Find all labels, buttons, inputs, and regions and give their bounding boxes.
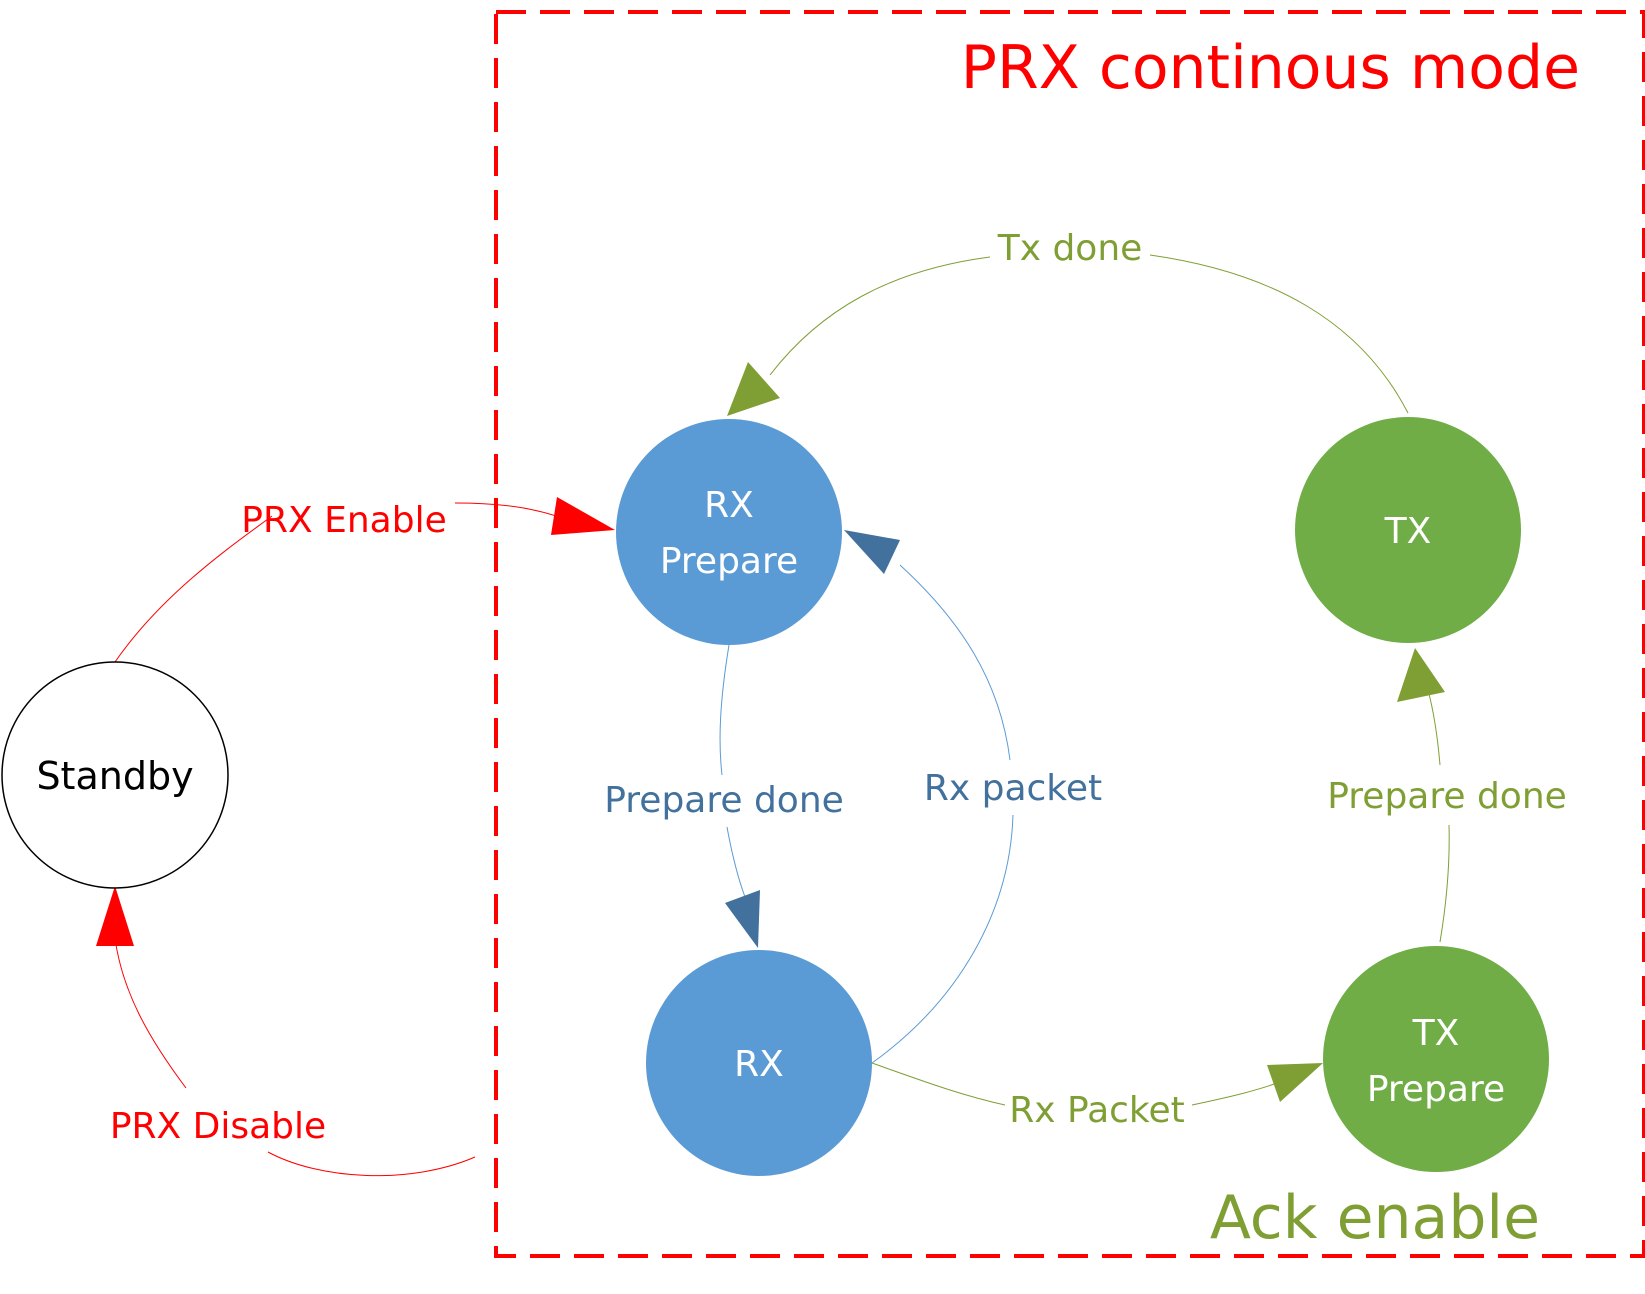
tx-prepare-label-line2: Prepare — [1367, 1069, 1505, 1110]
rx-packet-back-edge-lower — [871, 814, 1014, 1064]
prx-disable-edge — [267, 1151, 476, 1177]
tx-done-edge-right — [1149, 254, 1409, 414]
ack-enable-title: Ack enable — [1210, 1183, 1540, 1253]
tx-prepare-label-line1: TX — [1412, 1013, 1460, 1054]
rx-prepare-node — [616, 419, 842, 645]
prepare-done-tx-edge-upper — [1427, 689, 1441, 766]
standby-node — [1, 661, 229, 889]
rx-prepare-label-line1: RX — [704, 485, 754, 526]
prepare-done-rx-edge-lower — [726, 826, 749, 906]
prepare-done-rx-label: Prepare done — [604, 780, 844, 821]
prx-enable-edge — [114, 515, 273, 663]
rx-packet-tx-edge-left — [871, 1062, 1006, 1106]
prx-disable-arrowhead — [96, 886, 134, 946]
tx-done-arrowhead — [727, 362, 780, 416]
tx-prepare-node — [1323, 946, 1549, 1172]
rx-packet-tx-label: Rx Packet — [1009, 1090, 1185, 1131]
prepare-done-tx-arrowhead — [1397, 648, 1445, 702]
continuous-mode-boundary — [494, 10, 1645, 1258]
rx-packet-back-edge-upper — [899, 564, 1011, 761]
rx-packet-back-arrowhead — [844, 530, 900, 574]
tx-done-edge-left — [769, 256, 991, 376]
prx-disable-label: PRX Disable — [110, 1106, 326, 1147]
rx-packet-tx-arrowhead — [1267, 1063, 1323, 1102]
standby-label: Standby — [36, 754, 193, 798]
prx-enable-label: PRX Enable — [241, 500, 446, 541]
tx-node — [1295, 417, 1521, 643]
tx-done-label: Tx done — [997, 228, 1143, 269]
prepare-done-tx-label: Prepare done — [1327, 776, 1567, 817]
rx-prepare-label-line2: Prepare — [660, 541, 798, 582]
rx-node — [646, 950, 872, 1176]
prepare-done-rx-edge-upper — [719, 644, 730, 776]
prepare-done-tx-edge-lower — [1439, 824, 1450, 943]
continuous-mode-title: PRX continous mode — [961, 33, 1580, 103]
prx-disable-edge-upper — [113, 929, 187, 1089]
prx-enable-edge-tail — [454, 502, 566, 520]
prx-enable-arrowhead — [551, 497, 615, 535]
prepare-done-rx-arrowhead — [725, 890, 760, 948]
rx-packet-tx-edge-right — [1191, 1079, 1286, 1106]
rx-label: RX — [734, 1044, 784, 1085]
rx-packet-back-label: Rx packet — [924, 768, 1102, 809]
tx-label: TX — [1384, 511, 1432, 552]
